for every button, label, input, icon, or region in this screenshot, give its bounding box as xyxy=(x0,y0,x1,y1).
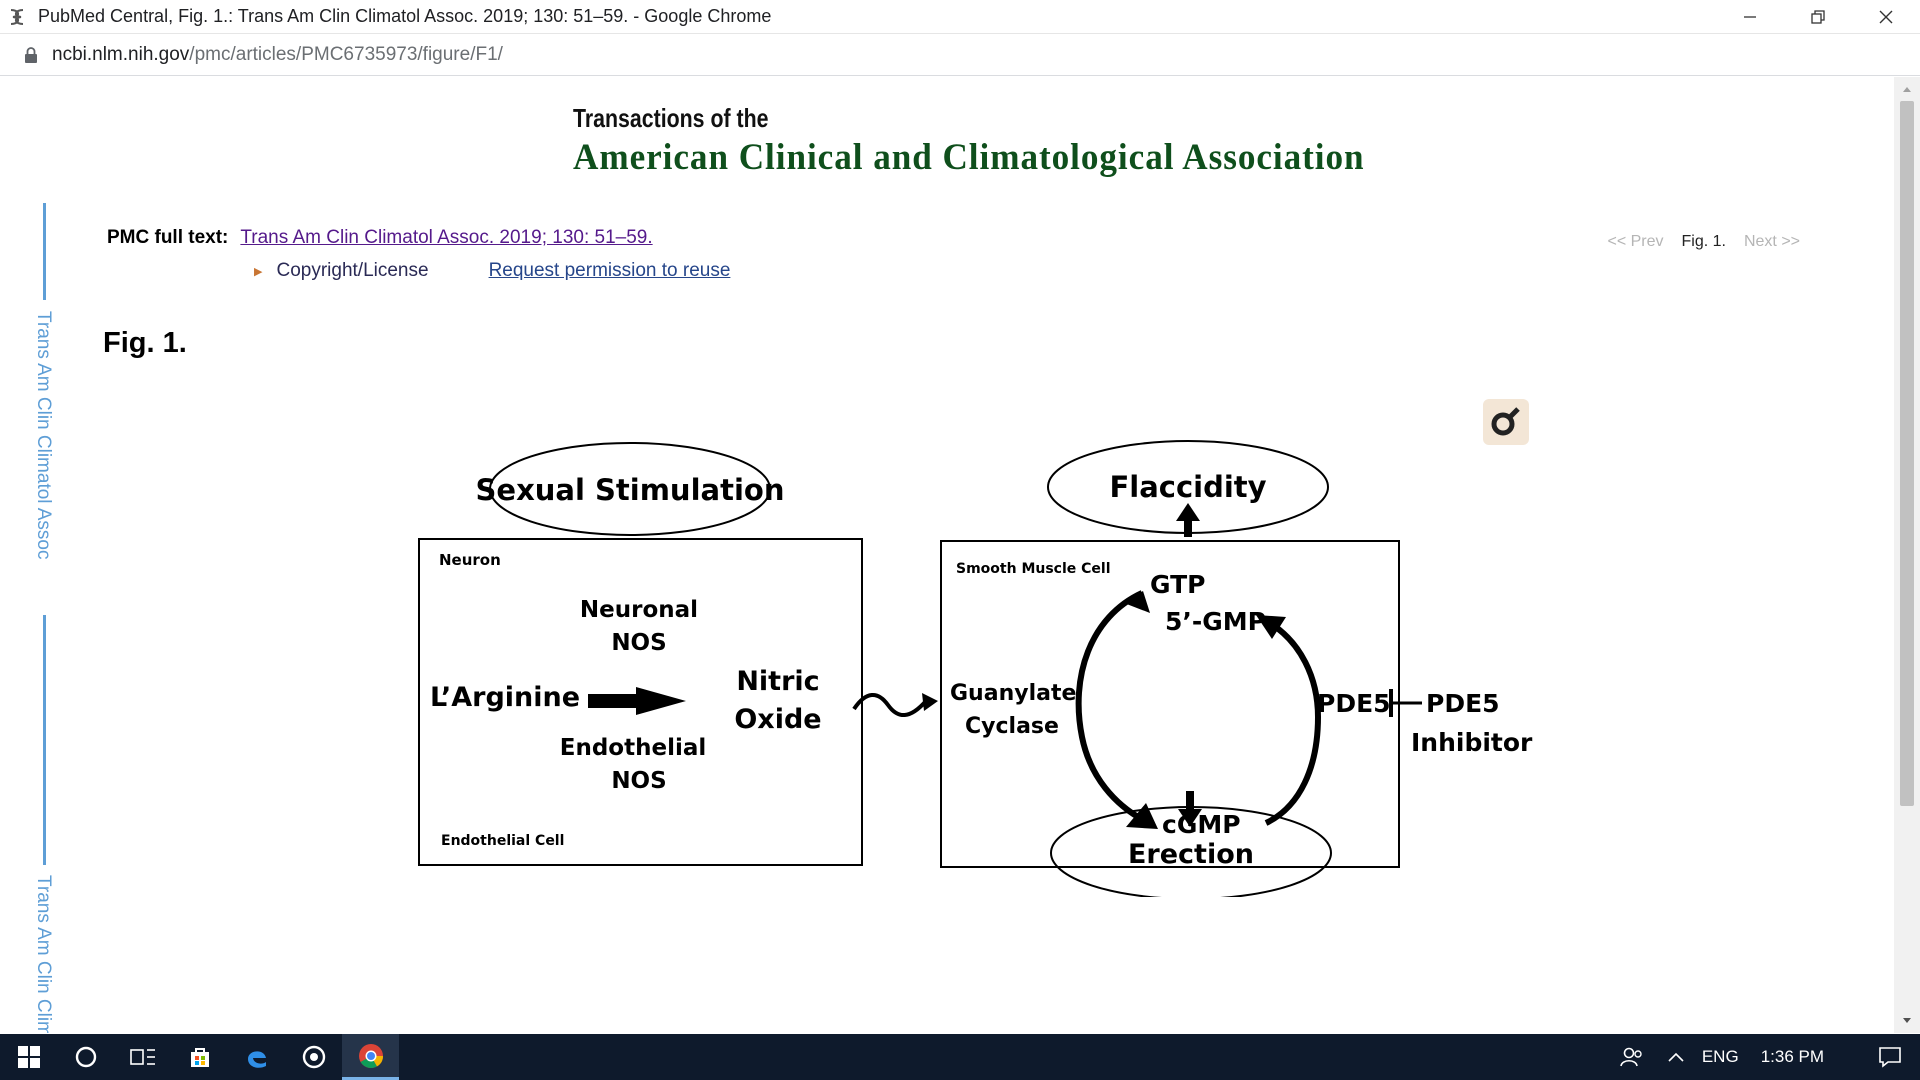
window-controls xyxy=(1716,0,1920,34)
restore-icon[interactable] xyxy=(1784,0,1852,34)
app-target-icon[interactable] xyxy=(285,1034,342,1080)
to-erection-arrow xyxy=(1178,791,1202,827)
url-text[interactable]: ncbi.nlm.nih.gov/pmc/articles/PMC6735973… xyxy=(52,44,503,66)
next-link[interactable]: Next >> xyxy=(1743,233,1800,250)
store-bag-icon[interactable] xyxy=(171,1034,228,1080)
side-label-1[interactable]: Trans Am Clin Climatol Assoc xyxy=(33,311,54,560)
endothelial-cell-label: Endothelial Cell xyxy=(441,833,564,849)
lock-icon[interactable] xyxy=(16,46,46,63)
guanylate-label: Guanylate xyxy=(950,681,1076,706)
title-bar: PubMed Central, Fig. 1.: Trans Am Clin C… xyxy=(0,0,1920,34)
gtp-arrow-tail xyxy=(1124,591,1150,613)
citation-link[interactable]: Trans Am Clin Climatol Assoc. 2019; 130:… xyxy=(240,227,653,248)
side-line-middle xyxy=(43,615,46,865)
minimize-icon[interactable] xyxy=(1716,0,1784,34)
pathway-diagram-svg: Sexual Stimulation Flaccidity Erection N… xyxy=(418,440,1533,900)
url-path: /pmc/articles/PMC6735973/figure/F1/ xyxy=(189,43,503,65)
endothelial-label: Endothelial xyxy=(560,735,707,761)
figure-diagram[interactable]: Sexual Stimulation Flaccidity Erection N… xyxy=(400,397,1550,900)
language-indicator[interactable]: ENG xyxy=(1701,1047,1739,1066)
cgmp-label: cGMP xyxy=(1162,810,1241,839)
system-tray: ENG 1:36 PM xyxy=(1608,1034,1920,1080)
address-bar[interactable]: ncbi.nlm.nih.gov/pmc/articles/PMC6735973… xyxy=(0,34,1920,76)
diffusion-squiggle-arrow xyxy=(852,693,928,717)
synthesis-arrow xyxy=(588,687,686,715)
scroll-up-arrow-icon[interactable] xyxy=(1894,79,1920,99)
5gmp-arrowhead xyxy=(1256,615,1286,639)
copyright-row: ▶ Copyright/License Request permission t… xyxy=(254,260,730,282)
gtp-label: GTP xyxy=(1150,570,1205,599)
window-title: PubMed Central, Fig. 1.: Trans Am Clin C… xyxy=(38,6,772,26)
neuronal-nos-label: NOS xyxy=(611,630,666,656)
pde5-inhibitor-label-2: Inhibitor xyxy=(1411,728,1533,757)
erection-label: Erection xyxy=(1128,839,1254,870)
oxide-label: Oxide xyxy=(734,704,821,735)
search-circle-icon[interactable] xyxy=(57,1034,114,1080)
flaccidity-label: Flaccidity xyxy=(1109,470,1266,504)
scroll-thumb[interactable] xyxy=(1900,101,1914,806)
endothelial-nos-label: NOS xyxy=(611,768,666,794)
close-icon[interactable] xyxy=(1852,0,1920,34)
side-label-2[interactable]: Trans Am Clin Clima xyxy=(33,875,54,1033)
side-line-top xyxy=(43,203,46,300)
pmc-full-text-row: PMC full text: Trans Am Clin Climatol Ass… xyxy=(107,227,653,249)
sexual-stimulation-label: Sexual Stimulation xyxy=(476,473,785,507)
cyclase-label: Cyclase xyxy=(965,714,1059,739)
pmc-favicon-icon xyxy=(0,0,34,34)
gtp-to-cgmp-arrow xyxy=(1075,590,1147,824)
clock-time[interactable]: 1:36 PM xyxy=(1760,1047,1824,1066)
request-permission-link[interactable]: Request permission to reuse xyxy=(488,260,731,281)
chrome-taskbar-icon[interactable] xyxy=(342,1034,399,1080)
figure-heading: Fig. 1. xyxy=(103,327,187,359)
neuronal-label: Neuronal xyxy=(580,597,698,623)
smooth-muscle-cell-label: Smooth Muscle Cell xyxy=(956,561,1111,577)
figure-pager: << Prev Fig. 1. Next >> xyxy=(1607,233,1800,251)
zoom-magnifier-icon[interactable] xyxy=(1483,399,1529,445)
people-icon[interactable] xyxy=(1608,1034,1656,1080)
windows-start-icon[interactable] xyxy=(0,1034,57,1080)
journal-banner[interactable]: Transactions of the American Clinical an… xyxy=(573,103,1406,179)
windows-taskbar: ENG 1:36 PM xyxy=(0,1034,1920,1080)
to-flaccidity-arrow xyxy=(1176,503,1200,537)
notification-icon[interactable] xyxy=(1860,1034,1920,1080)
cgmp-arrowhead xyxy=(1126,803,1158,829)
url-host: ncbi.nlm.nih.gov xyxy=(52,43,190,65)
prev-link[interactable]: << Prev xyxy=(1607,233,1664,250)
scroll-down-arrow-icon[interactable] xyxy=(1894,1011,1920,1031)
task-view-icon[interactable] xyxy=(114,1034,171,1080)
sexual-stimulation-node xyxy=(489,442,771,536)
chevron-up-icon[interactable] xyxy=(1656,1034,1696,1080)
page-viewport: Transactions of the American Clinical an… xyxy=(0,77,1894,1033)
expand-triangle-icon[interactable]: ▶ xyxy=(254,265,263,278)
copyright-license-link[interactable]: Copyright/License xyxy=(276,260,429,281)
side-label-strip: Trans Am Clin Climatol Assoc Trans Am Cl… xyxy=(30,203,60,1033)
journal-line1: Transactions of the xyxy=(573,103,769,133)
current-figure-label: Fig. 1. xyxy=(1681,233,1726,250)
page-scrollbar[interactable] xyxy=(1894,77,1920,1033)
pde5-inhibitor-label-1: PDE5 xyxy=(1426,689,1500,718)
journal-line2: American Clinical and Climatological Ass… xyxy=(573,137,1365,178)
neuron-label: Neuron xyxy=(439,551,501,569)
cgmp-to-5gmp-arrow xyxy=(1264,620,1322,826)
5gmp-label: 5’-GMP xyxy=(1165,607,1266,636)
nitric-label: Nitric xyxy=(736,666,819,697)
edge-browser-icon[interactable] xyxy=(228,1034,285,1080)
pmc-full-text-label: PMC full text: xyxy=(107,227,229,248)
diffusion-arrowhead xyxy=(922,693,938,711)
larginine-label: L’Arginine xyxy=(430,682,580,713)
pde5-label: PDE5 xyxy=(1317,689,1391,718)
